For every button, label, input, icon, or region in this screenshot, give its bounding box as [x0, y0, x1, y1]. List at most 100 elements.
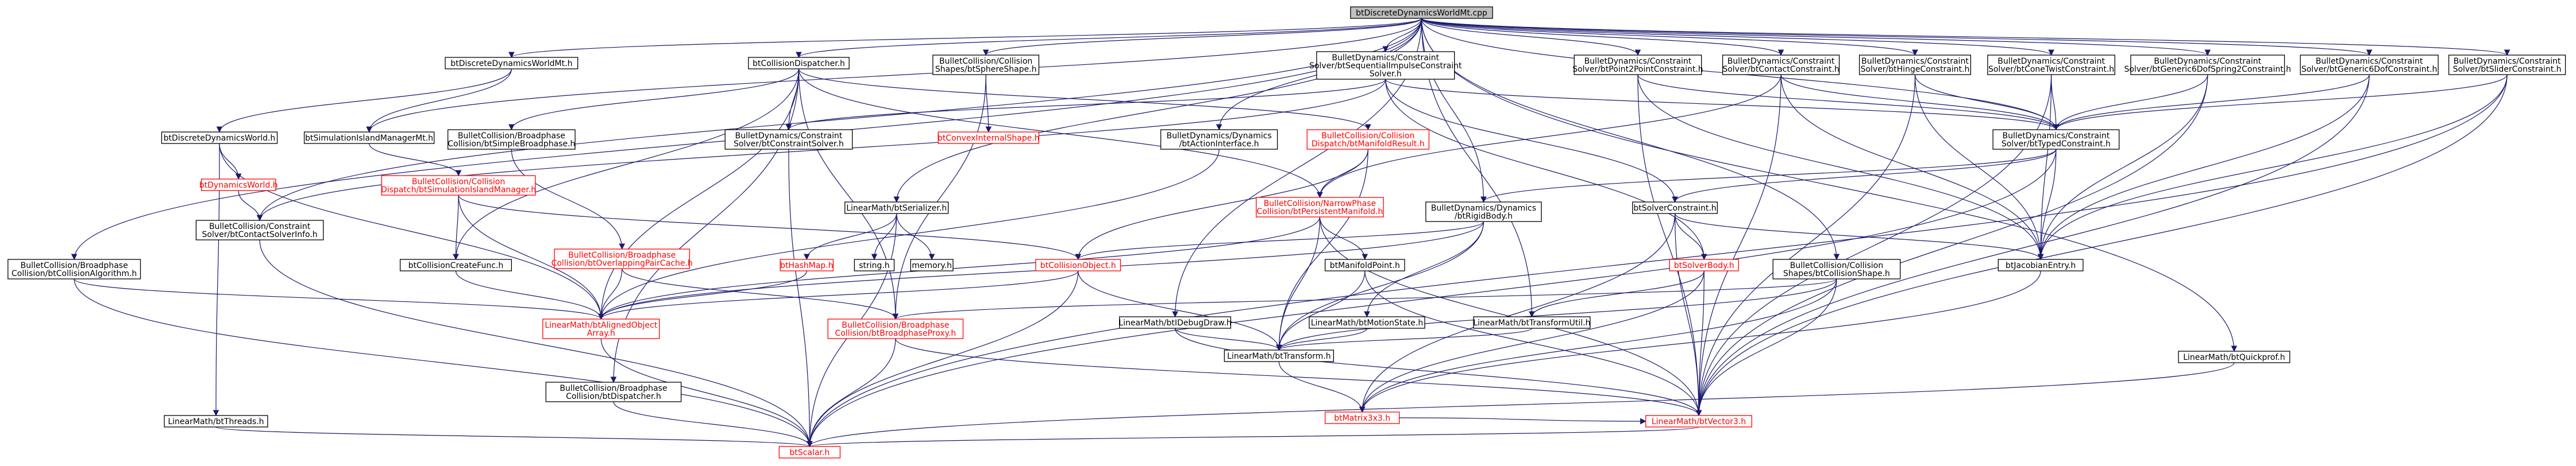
edge-overlap-cache-h-to-bp-proxy-h: [622, 268, 899, 320]
node-sphere-h[interactable]: BulletCollision/CollisionShapes/btSphere…: [932, 55, 1040, 75]
node-dispatcher-h[interactable]: BulletCollision/BroadphaseCollision/btDi…: [545, 382, 682, 402]
node-box: [1425, 201, 1542, 222]
node-label: BulletDynamics/Constraint: [1861, 57, 1969, 66]
node-bp-proxy-h[interactable]: BulletCollision/BroadphaseCollision/btBr…: [827, 319, 964, 339]
node-label: LinearMath/btTransform.h: [1227, 352, 1331, 361]
node-ddw-h[interactable]: btDiscreteDynamicsWorld.h: [161, 131, 278, 144]
node-label: string.h: [859, 261, 890, 270]
node-label: btSolverConstraint.h: [1633, 204, 1716, 213]
edge-solver-c-h-to-vector3-h: [1674, 213, 1702, 417]
edge-sim-island-h-to-aligned-array-h: [458, 195, 604, 320]
node-memory-h[interactable]: memory.h: [910, 259, 954, 271]
node-collision-algo-h[interactable]: BulletCollision/BroadphaseCollision/btCo…: [7, 259, 141, 279]
node-dyn-world-h[interactable]: btDynamicsWorld.h: [199, 178, 278, 191]
node-box: [1306, 129, 1430, 150]
edge-g6-h-to-vector3-h: [1695, 74, 2370, 417]
node-quickprof-h[interactable]: LinearMath/btQuickprof.h: [2178, 351, 2290, 363]
edge-root-to-quickprof-h: [1421, 18, 2238, 352]
node-label: LinearMath/btQuickprof.h: [2183, 353, 2285, 362]
node-manifold-point-h[interactable]: btManifoldPoint.h: [1324, 259, 1405, 271]
node-box: [7, 259, 141, 279]
node-rigid-body-h[interactable]: BulletDynamics/Dynamics/btRigidBody.h: [1425, 201, 1542, 222]
node-matrix-h[interactable]: btMatrix3x3.h: [1324, 411, 1400, 424]
node-seq-solver-h[interactable]: BulletDynamics/ConstraintSolver/btSequen…: [1309, 51, 1462, 80]
node-coll-obj-h[interactable]: btCollisionObject.h: [1035, 259, 1121, 271]
edge-dwmt-h-to-ddw-h: [216, 68, 512, 133]
edge-contact-c-h-to-persistent-h: [1317, 74, 1781, 199]
node-box: [1324, 411, 1400, 424]
node-label: BulletDynamics/Constraint: [2454, 57, 2561, 66]
node-box: [381, 175, 536, 196]
node-threads-h[interactable]: LinearMath/btThreads.h: [164, 415, 268, 428]
node-transform-h[interactable]: LinearMath/btTransform.h: [1224, 350, 1334, 362]
node-string-h[interactable]: string.h: [854, 259, 895, 271]
edge-solver-c-h-to-jacobian-h: [1674, 213, 2044, 261]
node-label: Collision/btSimpleBroadphase.h: [448, 139, 575, 149]
node-box: [161, 131, 278, 144]
node-p2p-h[interactable]: BulletDynamics/ConstraintSolver/btPoint2…: [1572, 55, 1703, 75]
node-g6-h[interactable]: BulletDynamics/ConstraintSolver/btGeneri…: [2300, 55, 2439, 75]
node-label: Solver/btTypedConstraint.h: [2002, 139, 2111, 149]
edge-manifold-result-h-to-persistent-h: [1316, 149, 1368, 199]
node-manifold-result-h[interactable]: BulletCollision/CollisionDispatch/btMani…: [1306, 129, 1430, 150]
node-box: [447, 129, 576, 150]
edge-g6s2-h-to-vector3-h: [1695, 74, 2208, 417]
node-transform-util-h[interactable]: LinearMath/btTransformUtil.h: [1473, 316, 1591, 329]
edge-dispatcher-h-to-scalar-h: [613, 401, 813, 448]
node-label: btDiscreteDynamicsWorldMt.cpp: [1356, 9, 1487, 18]
node-g6s2-h[interactable]: BulletDynamics/ConstraintSolver/btGeneri…: [2124, 55, 2291, 75]
node-box: [554, 248, 690, 269]
node-box: [724, 129, 853, 150]
edge-g6s2-h-to-typed-c-h: [2053, 74, 2208, 131]
node-label: BulletCollision/Broadphase: [842, 321, 949, 330]
edge-contact-solver-info-h-to-scalar-h: [259, 239, 813, 448]
edge-constraint-solver-h-to-scalar-h: [788, 149, 813, 448]
node-motion-state-h[interactable]: LinearMath/btMotionState.h: [1309, 316, 1425, 329]
node-simple-bp-h[interactable]: BulletCollision/BroadphaseCollision/btSi…: [447, 129, 576, 150]
node-label: btManifoldPoint.h: [1330, 261, 1400, 270]
node-cone-h[interactable]: BulletDynamics/ConstraintSolver/btConeTw…: [1987, 55, 2115, 75]
node-constraint-solver-h[interactable]: BulletDynamics/ConstraintSolver/btConstr…: [724, 129, 853, 150]
edge-root-to-sim-island-mt-h: [366, 18, 1422, 133]
node-slider-h[interactable]: BulletDynamics/ConstraintSolver/btSlider…: [2448, 55, 2566, 75]
node-typed-c-h[interactable]: BulletDynamics/ConstraintSolver/btTypedC…: [1992, 129, 2120, 150]
node-coll-create-func-h[interactable]: btCollisionCreateFunc.h: [399, 259, 512, 271]
node-persistent-h[interactable]: BulletCollision/NarrowPhaseCollision/btP…: [1255, 197, 1384, 218]
edge-root-to-rigid-body-h: [1421, 18, 1487, 203]
edge-sphere-h-to-convex-internal-h: [985, 74, 992, 133]
node-box: [844, 201, 949, 214]
node-solver-body-h[interactable]: btSolverBody.h: [1669, 259, 1739, 271]
node-contact-solver-info-h[interactable]: BulletCollision/ConstraintSolver/btConta…: [195, 220, 324, 240]
node-label: Solver/btConstraintSolver.h: [734, 139, 844, 149]
node-label: BulletCollision/Broadphase: [458, 131, 565, 141]
node-label: btConvexInternalShape.h: [938, 134, 1040, 143]
edge-manifold-result-h-to-coll-obj-h: [1075, 149, 1368, 261]
node-contact-c-h[interactable]: BulletDynamics/ConstraintSolver/btContac…: [1722, 55, 1840, 75]
edge-hinge-h-to-jacobian-h: [1914, 74, 2044, 261]
node-dwmt-h[interactable]: btDiscreteDynamicsWorldMt.h: [445, 57, 579, 69]
node-solver-c-h[interactable]: btSolverConstraint.h: [1632, 201, 1718, 214]
node-coll-shape-h[interactable]: BulletCollision/CollisionShapes/btCollis…: [1772, 259, 1901, 279]
edge-p2p-h-to-typed-c-h: [1637, 74, 2060, 131]
edge-vector3-h-to-scalar-h: [807, 426, 1699, 448]
node-vector3-h[interactable]: LinearMath/btVector3.h: [1645, 415, 1752, 428]
node-overlap-cache-h[interactable]: BulletCollision/BroadphaseCollision/btOv…: [552, 248, 693, 269]
node-root[interactable]: btDiscreteDynamicsWorldMt.cpp: [1350, 6, 1493, 19]
node-hinge-h[interactable]: BulletDynamics/ConstraintSolver/btHingeC…: [1858, 55, 1972, 75]
node-jacobian-h[interactable]: btJacobianEntry.h: [1997, 259, 2084, 271]
node-box: [1669, 259, 1739, 271]
node-sim-island-h[interactable]: BulletCollision/CollisionDispatch/btSimu…: [381, 175, 536, 196]
node-convex-internal-h[interactable]: btConvexInternalShape.h: [938, 131, 1040, 144]
edge-manifold-result-h-to-transform-h: [1275, 149, 1368, 351]
node-label: /btActionInterface.h: [1179, 139, 1259, 149]
edge-slider-h-to-scalar-h: [807, 74, 2508, 448]
node-scalar-h[interactable]: btScalar.h: [778, 446, 841, 459]
node-sim-island-mt-h[interactable]: btSimulationIslandManagerMt.h: [303, 131, 435, 144]
node-debug-draw-h[interactable]: LinearMath/btIDebugDraw.h: [1119, 316, 1232, 329]
node-serializer-h[interactable]: LinearMath/btSerializer.h: [844, 201, 949, 214]
node-action-if-h[interactable]: BulletDynamics/Dynamics/btActionInterfac…: [1160, 129, 1278, 150]
node-coll-disp-h[interactable]: btCollisionDispatcher.h: [748, 57, 850, 69]
node-hashmap-h[interactable]: btHashMap.h: [780, 259, 834, 271]
node-label: btSimulationIslandManagerMt.h: [305, 134, 433, 143]
